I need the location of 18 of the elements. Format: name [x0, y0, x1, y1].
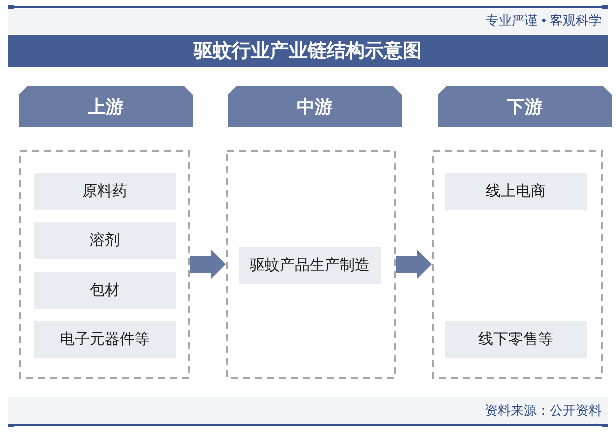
source-note: 资料来源：公开资料	[485, 403, 602, 419]
block-arrow	[190, 250, 226, 280]
stage-header: 中游	[228, 86, 402, 127]
title-banner: 驱蚊行业产业链结构示意图	[8, 35, 608, 67]
item-box: 驱蚊产品生产制造	[239, 247, 381, 284]
item-box: 原料药	[34, 173, 176, 210]
dashed-group-box	[432, 150, 603, 379]
dashed-group-box	[19, 150, 190, 379]
block-arrow	[396, 250, 432, 280]
stage-header: 上游	[19, 86, 193, 127]
item-box: 线上电商	[445, 173, 587, 210]
item-box: 线下零售等	[445, 321, 587, 358]
item-box: 包材	[34, 272, 176, 309]
dashed-group-box	[226, 150, 396, 379]
item-box: 电子元器件等	[34, 321, 176, 358]
item-box: 溶剂	[34, 222, 176, 259]
slogan-text: 专业严谨 • 客观科学	[486, 13, 602, 29]
stage-header: 下游	[438, 86, 612, 127]
